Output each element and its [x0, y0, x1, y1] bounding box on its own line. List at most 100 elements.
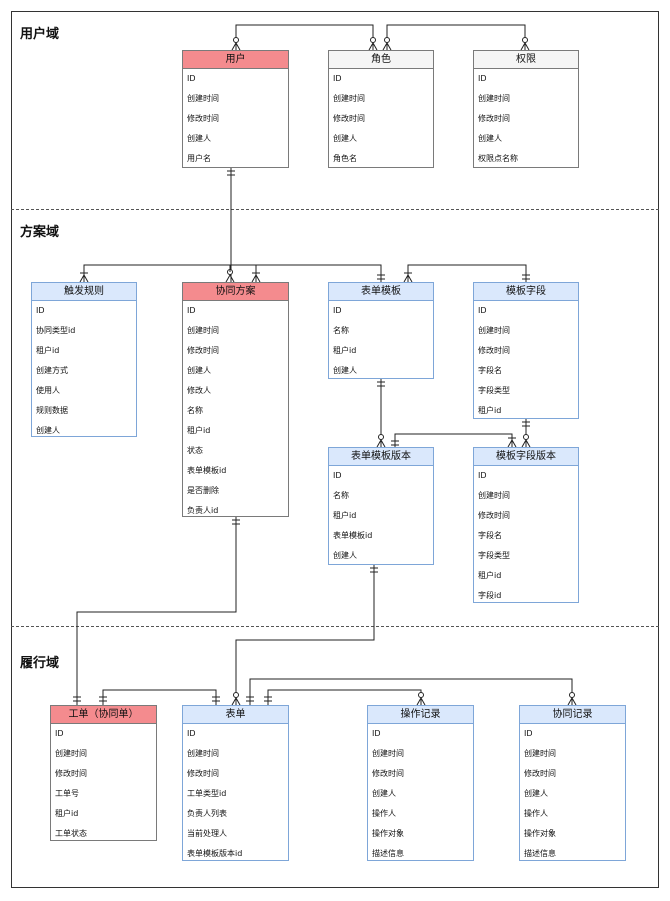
cardinality-mark [255, 274, 261, 283]
cardinality-mark [225, 274, 231, 283]
cardinality-mark [79, 274, 85, 283]
cardinality-mark [382, 42, 388, 51]
entity-field: ID [333, 471, 342, 480]
entity-field: ID [524, 729, 533, 738]
section-divider-exec [11, 626, 659, 627]
cardinality-mark [233, 37, 239, 43]
entity-form-template[interactable]: 表单模板 ID 名称租户id 创建人 [328, 282, 434, 379]
entity-field: 操作人 [524, 809, 548, 818]
entity-title: 工单（协同单） [51, 706, 156, 724]
entity-field: 租户id [187, 426, 211, 435]
cardinality-mark [520, 42, 526, 51]
entity-field: 修改时间 [187, 114, 219, 123]
cardinality-mark [370, 37, 376, 43]
entity-field: 创建人 [333, 134, 357, 143]
cardinality-mark [83, 274, 89, 283]
cardinality-mark [525, 439, 531, 448]
entity-title: 角色 [329, 51, 433, 69]
cardinality-mark [567, 697, 573, 706]
entity-field: 协同类型id [36, 326, 76, 335]
entity-field: 创建时间 [478, 326, 510, 335]
entity-field: 名称 [333, 326, 349, 335]
entity-title: 操作记录 [368, 706, 473, 724]
cardinality-mark [416, 697, 422, 706]
entity-field: ID [333, 74, 342, 83]
entity-field: ID [372, 729, 381, 738]
entity-field: 租户id [478, 406, 502, 415]
entity-field: 工单状态 [55, 829, 87, 838]
entity-field: 是否删除 [187, 486, 219, 495]
entity-field: ID [187, 74, 196, 83]
cardinality-mark [231, 42, 237, 51]
cardinality-mark [384, 37, 390, 43]
cardinality-mark [407, 274, 413, 283]
entity-field: 表单模板id [333, 531, 373, 540]
entity-field: 操作对象 [524, 829, 556, 838]
entity-field: 创建人 [333, 366, 357, 375]
entity-field: ID [478, 74, 487, 83]
cardinality-mark [420, 697, 426, 706]
entity-field: 租户id [333, 346, 357, 355]
section-title-plan: 方案域 [20, 225, 60, 240]
entity-field: ID [187, 306, 196, 315]
entity-field: ID [333, 306, 342, 315]
relationship-line [394, 433, 513, 447]
entity-field: 描述信息 [372, 849, 404, 858]
entity-field: ID [187, 729, 196, 738]
entity-field: 操作人 [372, 809, 396, 818]
cardinality-mark [380, 439, 386, 448]
entity-title: 模板字段版本 [474, 448, 578, 466]
relationship-line [267, 689, 422, 705]
entity-title: 权限 [474, 51, 578, 69]
entity-field: 修改时间 [524, 769, 556, 778]
entity-title: 模板字段 [474, 283, 578, 301]
entity-field: 字段id [478, 591, 502, 600]
entity-field: 表单模板id [187, 466, 227, 475]
entity-field: 创建人 [36, 426, 60, 435]
cardinality-mark [418, 692, 424, 698]
cardinality-mark [403, 274, 409, 283]
entity-field: 创建人 [478, 134, 502, 143]
entity-field: 字段类型 [478, 551, 510, 560]
relationship-line [407, 264, 527, 282]
entity-field: 工单类型id [187, 789, 227, 798]
cardinality-mark [231, 697, 237, 706]
section-title-exec: 履行域 [20, 656, 60, 671]
cardinality-mark [386, 42, 392, 51]
entity-field: 角色名 [333, 154, 357, 163]
relationship-line [249, 678, 573, 705]
entity-title: 表单 [183, 706, 288, 724]
entity-field: 修改人 [187, 386, 211, 395]
section-divider-plan [11, 209, 659, 210]
entity-field: 字段名 [478, 531, 502, 540]
entity-field: 创建时间 [333, 94, 365, 103]
entity-field: 字段名 [478, 366, 502, 375]
diagram-frame [11, 11, 659, 888]
cardinality-mark [229, 274, 235, 283]
entity-title: 表单模板 [329, 283, 433, 301]
entity-title: 协同方案 [183, 283, 288, 301]
entity-field: 创建时间 [478, 491, 510, 500]
entity-field: 当前处理人 [187, 829, 227, 838]
cardinality-mark [569, 692, 575, 698]
entity-field: 修改时间 [372, 769, 404, 778]
entity-field: 名称 [187, 406, 203, 415]
entity-field: 创建方式 [36, 366, 68, 375]
entity-field: 创建人 [524, 789, 548, 798]
entity-field: 状态 [187, 446, 203, 455]
cardinality-mark [571, 697, 577, 706]
